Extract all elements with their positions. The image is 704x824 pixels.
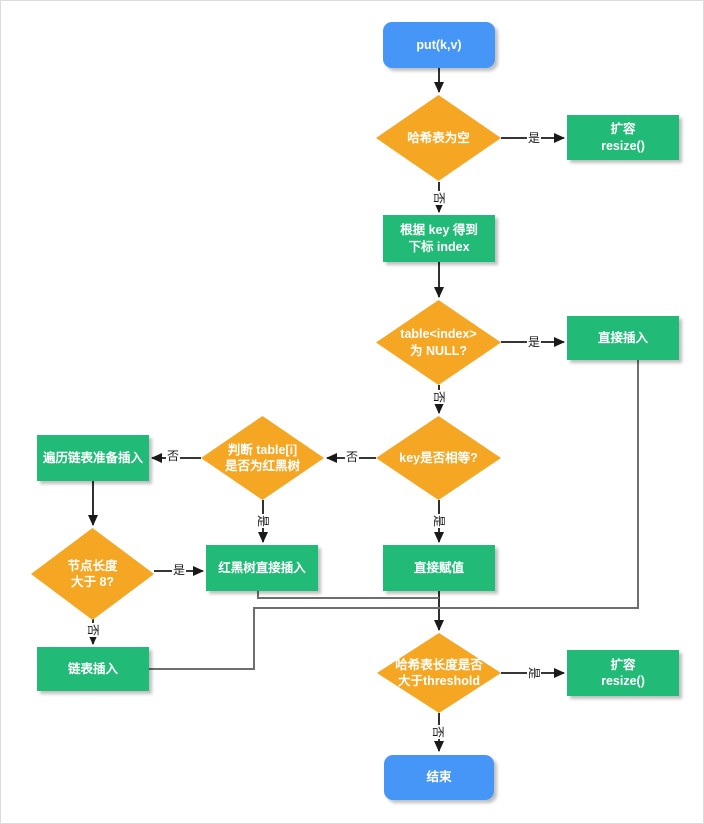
connector-directinsert-to-threshold [439, 360, 639, 609]
node-decision-key-equal-label: key是否相等? [399, 450, 478, 465]
edge-label-yes: 是 [432, 513, 446, 529]
edge-label-no: 否 [344, 450, 360, 464]
node-get-index-line1: 根据 key 得到 [400, 223, 478, 238]
node-get-index: 根据 key 得到 下标 index [383, 215, 495, 262]
edge-label-yes: 是 [171, 563, 187, 577]
node-decision-len-gt8-line2: 大于 8? [70, 575, 115, 589]
node-decision-threshold-line1: 哈希表长度是否 [395, 657, 483, 672]
node-decision-is-rbtree-line2: 是否为红黑树 [224, 459, 300, 473]
node-traverse-list: 遍历链表准备插入 [37, 435, 149, 481]
edge-label-yes: 是 [256, 513, 270, 529]
edge-label-no: 否 [432, 389, 446, 405]
node-resize-1-line2: resize() [601, 138, 645, 153]
node-decision-table-null-line1: table<index> [400, 327, 477, 342]
node-start-label: put(k,v) [416, 37, 462, 52]
edge-label-no: 否 [86, 622, 100, 638]
edge-label-yes: 是 [526, 131, 542, 145]
node-decision-threshold-line2: 大于threshold [398, 674, 480, 688]
node-get-index-line2: 下标 index [408, 239, 470, 254]
node-rbtree-insert: 红黑树直接插入 [206, 545, 318, 591]
edge-label-yes: 是 [527, 665, 541, 681]
node-rbtree-insert-label: 红黑树直接插入 [218, 560, 306, 575]
node-direct-insert-label: 直接插入 [597, 330, 648, 345]
node-resize-1: 扩容 resize() [567, 115, 679, 160]
node-resize-2: 扩容 resize() [567, 650, 679, 696]
node-end-label: 结束 [426, 770, 452, 785]
connector-rbinsert-to-threshold [257, 591, 439, 599]
node-decision-table-null-line2: 为 NULL? [410, 343, 467, 358]
node-list-insert-label: 链表插入 [67, 661, 118, 676]
edge-label-no: 否 [431, 724, 445, 740]
edge-label-no: 否 [165, 449, 181, 463]
node-resize-1-line1: 扩容 [610, 122, 636, 137]
node-resize-2-line1: 扩容 [610, 657, 636, 672]
node-resize-2-line2: resize() [601, 674, 645, 688]
node-traverse-list-label: 遍历链表准备插入 [42, 450, 143, 465]
node-decision-len-gt8-line1: 节点长度 [67, 558, 118, 573]
connector-listinsert-to-threshold [149, 607, 439, 670]
node-end: 结束 [384, 755, 494, 800]
node-list-insert: 链表插入 [37, 647, 149, 691]
node-start: put(k,v) [383, 22, 495, 68]
node-assign-value: 直接赋值 [383, 545, 495, 591]
node-assign-value-label: 直接赋值 [413, 560, 464, 575]
node-direct-insert: 直接插入 [567, 316, 679, 360]
edge-label-no: 否 [432, 190, 446, 206]
edge-label-yes: 是 [526, 335, 542, 349]
node-decision-is-rbtree-line1: 判断 table[i] [227, 442, 298, 457]
node-decision-hash-empty-label: 哈希表为空 [407, 130, 470, 145]
